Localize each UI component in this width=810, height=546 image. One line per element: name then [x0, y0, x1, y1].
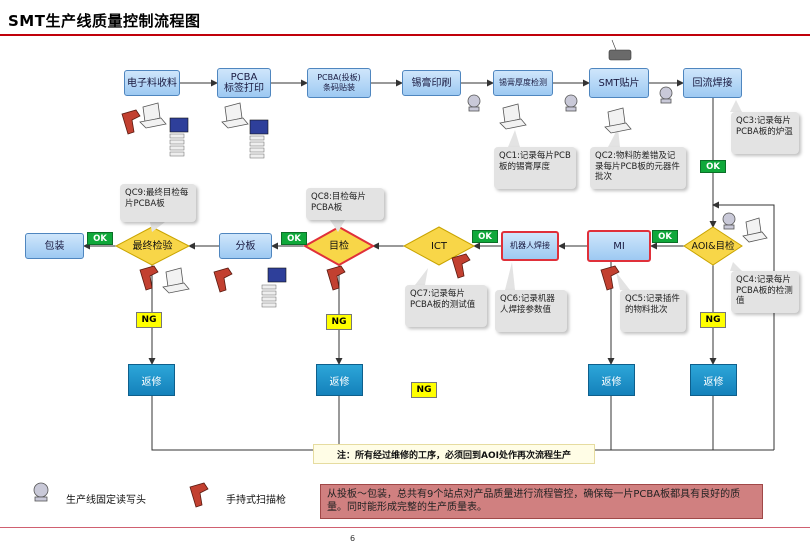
node-split: 分板	[219, 233, 272, 259]
node-robot-weld: 机器人焊接	[501, 231, 559, 261]
ok-badge-visual: OK	[281, 232, 307, 245]
callout-qc7: QC7:记录每片PCBA板的测试值	[405, 285, 487, 327]
callout-qc4: QC4:记录每片PCBA板的检测值	[731, 271, 799, 313]
callout-qc3: QC3:记录每片PCBA板的炉温	[731, 112, 799, 154]
ng-badge-aoi: NG	[700, 312, 726, 328]
repair-box-final: 返修	[128, 364, 175, 396]
ng-badge-standalone: NG	[411, 382, 437, 398]
node-smt-place-label: SMT贴片	[598, 77, 640, 89]
callout-qc6: QC6:记录机器人焊接参数值	[495, 290, 567, 332]
ok-badge-aoi: OK	[652, 230, 678, 243]
repair-box-mi: 返修	[588, 364, 635, 396]
node-smt-place: SMT贴片	[589, 68, 649, 98]
handheld-scanner-icon	[121, 109, 620, 508]
rework-note: 注：所有经过维修的工序，必须回到AOI处作再次流程生产	[313, 444, 595, 464]
node-split-label: 分板	[235, 240, 256, 252]
ng-badge-visual: NG	[326, 314, 352, 330]
ok-badge-reflow: OK	[700, 160, 726, 173]
footer-divider	[0, 527, 810, 528]
node-paste-thickness-label: 锡膏厚度检测	[499, 78, 547, 87]
return-to-aoi-line	[712, 201, 775, 450]
repair-return-line	[151, 396, 774, 451]
page-number: 6	[350, 534, 356, 543]
aoi-diamond	[683, 226, 743, 266]
callout-qc8: QC8:目检每片PCBA板	[306, 188, 384, 220]
title-divider	[0, 34, 810, 36]
node-incoming: 电子料收料	[124, 70, 180, 96]
node-pcba-board-line1: PCBA(投板)	[317, 73, 361, 82]
node-paste-thickness: 锡膏厚度检测	[493, 70, 553, 96]
callout-qc5: QC5:记录插件的物料批次	[620, 290, 686, 332]
node-pcba-label-line2: 标签打印	[224, 83, 264, 94]
visual-diamond	[302, 225, 376, 267]
laptop-icon	[139, 102, 768, 294]
summary-box: 从投板～包装，总共有9个站点对产品质量进行流程管控，确保每一片PCBA板都具有良…	[320, 484, 763, 519]
node-robot-weld-label: 机器人焊接	[510, 241, 550, 250]
node-mi: MI	[587, 230, 651, 262]
node-paste-print-label: 锡膏印刷	[411, 77, 452, 89]
printer-icon	[169, 117, 287, 283]
ng-badge-final: NG	[136, 312, 162, 328]
final-diamond	[114, 226, 191, 266]
callout-qc9: QC9:最终目检每片PCBA板	[120, 184, 196, 222]
node-paste-print: 锡膏印刷	[402, 70, 461, 96]
repair-box-visual: 返修	[316, 364, 363, 396]
node-mi-label: MI	[613, 240, 625, 252]
legend-fixed-reader-label: 生产线固定读写头	[66, 495, 146, 506]
legend-handheld-scanner-label: 手持式扫描枪	[226, 495, 286, 506]
node-reflow-label: 回流焊接	[692, 77, 733, 89]
ok-badge-ict: OK	[472, 230, 498, 243]
node-pack-label: 包装	[44, 240, 65, 252]
callout-qc1: QC1:记录每片PCB板的锡膏厚度	[494, 147, 576, 189]
fixed-reader-icon	[33, 86, 736, 502]
page-title: SMT生产线质量控制流程图	[8, 12, 201, 30]
callout-qc2: QC2:物料防差错及记录每片PCB板的元器件批次	[590, 147, 686, 189]
repair-box-aoi: 返修	[690, 364, 737, 396]
node-pcba-label-line1: PCBA	[230, 72, 258, 83]
node-pack: 包装	[25, 233, 84, 259]
ok-badge-final: OK	[87, 232, 113, 245]
node-reflow: 回流焊接	[683, 68, 742, 98]
ict-diamond	[402, 226, 476, 266]
node-pcba-board: PCBA(投板) 条码贴装	[307, 68, 371, 98]
node-incoming-label: 电子料收料	[127, 77, 177, 89]
antenna-device-icon	[608, 39, 632, 61]
node-pcba-board-line2: 条码贴装	[323, 83, 355, 92]
node-pcba-label: PCBA 标签打印	[217, 68, 271, 98]
